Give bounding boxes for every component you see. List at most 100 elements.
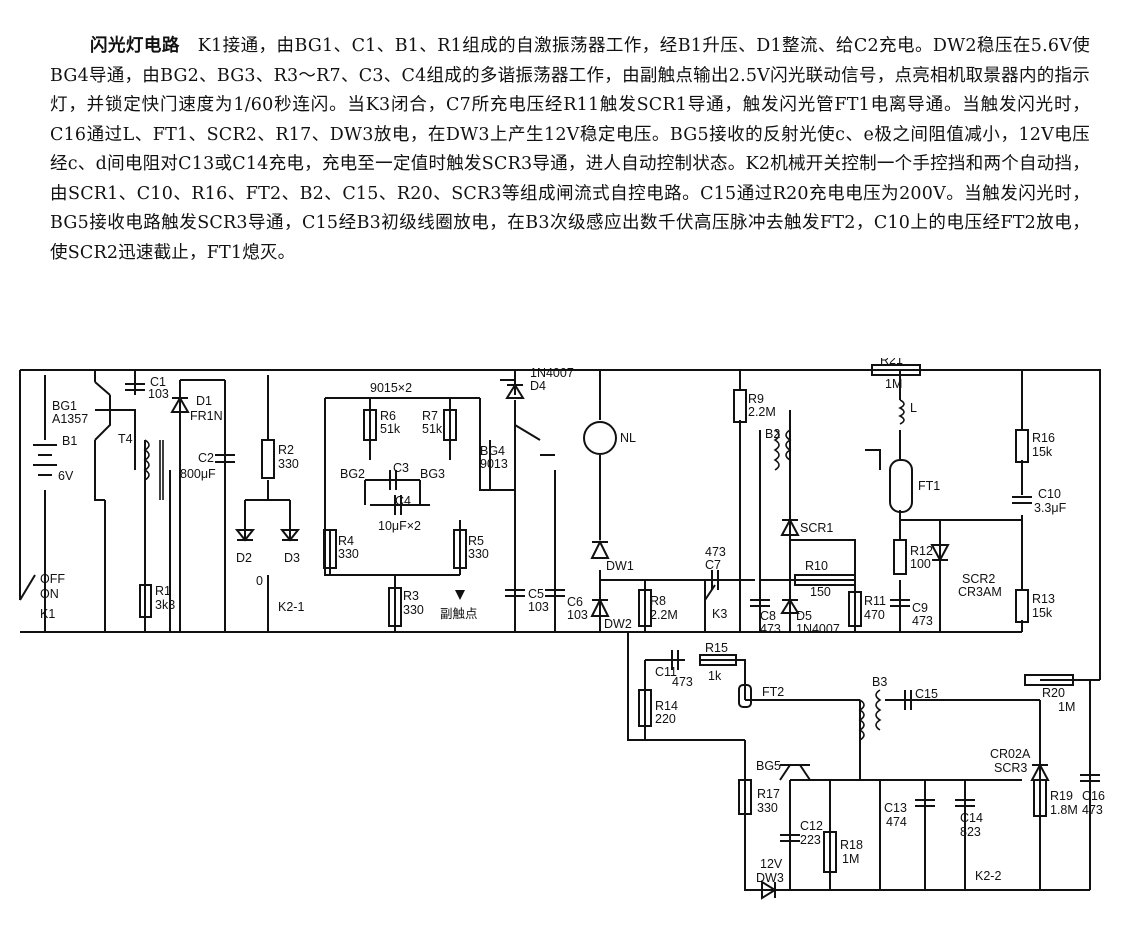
label-r2: R2 (278, 443, 294, 457)
label-r5: R5 (468, 534, 484, 548)
led-d3 (279, 529, 301, 542)
capacitor-c6 (545, 589, 565, 597)
label-d3: D3 (284, 551, 300, 565)
resistor-r20 (1024, 674, 1074, 686)
label-r3-v: 330 (403, 603, 424, 617)
label-r6-v: 51k (380, 422, 401, 436)
resistor-r19 (1033, 779, 1047, 817)
scr1 (780, 517, 800, 536)
label-c7-v: 473 (705, 545, 726, 559)
capacitor-c12 (780, 834, 800, 842)
resistor-r17 (738, 779, 752, 815)
label-bg23-type: 9015×2 (370, 381, 412, 395)
label-c1: C1 (150, 375, 166, 389)
label-r11: R11 (864, 594, 886, 608)
label-l: L (910, 401, 917, 415)
label-r10: R10 (805, 559, 828, 573)
resistor-r15 (699, 654, 737, 666)
label-c16-v: 473 (1082, 803, 1103, 817)
label-bg1: BG1 (52, 399, 77, 413)
transformer-b3 (858, 689, 882, 741)
resistor-r18 (823, 831, 837, 873)
diode-d4 (505, 383, 525, 399)
label-c2: C2 (198, 451, 214, 465)
label-t4: T4 (118, 432, 133, 446)
label-r7-v: 51k (422, 422, 443, 436)
label-r2-v: 330 (278, 457, 299, 471)
label-c8: C8 (760, 609, 776, 623)
capacitor-c9 (890, 599, 910, 607)
label-bg4-type: 9013 (480, 457, 508, 471)
label-bg5: BG5 (756, 759, 781, 773)
label-r1-v: 3k3 (155, 598, 175, 612)
label-d4: D4 (530, 379, 546, 393)
label-r8-v: 2.2M (650, 608, 678, 622)
label-r4: R4 (338, 534, 354, 548)
label-bg1-type: A1357 (52, 412, 88, 426)
label-ft2: FT2 (762, 685, 784, 699)
label-c5-v: 103 (528, 600, 549, 614)
label-c8-v: 473 (760, 622, 781, 636)
label-c2-v: 800μF (180, 467, 216, 481)
label-b3: B3 (872, 675, 887, 689)
label-k2-2: K2-2 (975, 869, 1001, 883)
resistor-r1 (139, 584, 152, 618)
neon-lamp-nl (583, 421, 617, 455)
label-c14-v: 823 (960, 825, 981, 839)
switch-k1[interactable] (19, 574, 36, 601)
zener-dw2 (590, 597, 610, 617)
resistor-r4 (323, 529, 337, 569)
label-r10-v: 150 (810, 585, 831, 599)
label-c10-v: 3.3μF (1034, 501, 1067, 515)
label-dw1: DW1 (606, 559, 634, 573)
trigger-tube-ft2 (738, 684, 752, 708)
label-d1: D1 (196, 394, 212, 408)
label-r17: R17 (757, 787, 780, 801)
switch-k3[interactable] (704, 584, 716, 601)
capacitor-c5 (505, 589, 525, 597)
label-r1: R1 (155, 584, 171, 598)
label-d1-type: FR1N (190, 409, 223, 423)
label-scr3: SCR3 (994, 761, 1027, 775)
resistor-r6 (363, 409, 377, 441)
label-b1-v: 6V (58, 469, 74, 483)
capacitor-c13 (915, 799, 935, 807)
wires (19, 369, 1101, 891)
resistor-r16 (1015, 429, 1029, 463)
label-r11-v: 470 (864, 608, 885, 622)
label-c34-v: 10μF×2 (378, 519, 421, 533)
label-r14: R14 (655, 699, 678, 713)
label-c1-v: 103 (148, 387, 169, 401)
capacitor-c11 (671, 650, 679, 670)
capacitor-c1 (125, 383, 145, 391)
label-d4-type: 1N4007 (530, 366, 574, 380)
flash-tube-ft1 (889, 459, 913, 513)
label-r9-v: 2.2M (748, 405, 776, 419)
battery-b1 (33, 444, 57, 476)
labels: BG1 A1357 B1 6V C1 103 T4 D1 FR1N C2 800… (40, 358, 1105, 885)
resistor-r5 (453, 529, 467, 569)
resistor-r14 (638, 689, 652, 727)
capacitor-c10 (1012, 496, 1032, 504)
label-r19-v: 1.8M (1050, 803, 1078, 817)
phototransistor-bg5 (779, 764, 811, 781)
label-c10: C10 (1038, 487, 1061, 501)
capacitor-c15 (904, 690, 912, 710)
label-c12-v: 223 (800, 833, 821, 847)
capacitor-c14 (955, 799, 975, 807)
resistor-r9 (733, 389, 747, 423)
resistor-r3 (388, 587, 402, 627)
label-c11-v: 473 (672, 675, 693, 689)
capacitor-c3 (389, 470, 397, 490)
label-scr1: SCR1 (800, 521, 833, 535)
label-ft1: FT1 (918, 479, 940, 493)
label-r13-v: 15k (1032, 606, 1053, 620)
label-r18: R18 (840, 838, 863, 852)
label-r4-v: 330 (338, 547, 359, 561)
label-r18-v: 1M (842, 852, 859, 866)
label-scr3-type: CR02A (990, 747, 1031, 761)
label-sub-contact: 副触点 (440, 606, 478, 621)
label-dw3-v: 12V (760, 857, 783, 871)
label-nl: NL (620, 431, 636, 445)
